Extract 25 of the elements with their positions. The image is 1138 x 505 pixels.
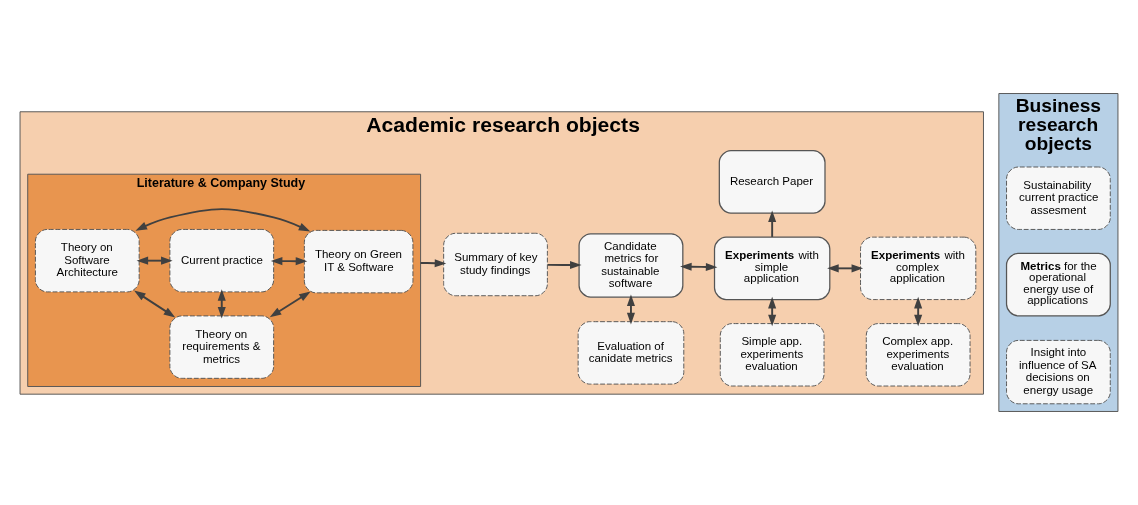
arrow bbox=[269, 291, 311, 318]
node-box: Theory on Green IT & Software bbox=[303, 229, 414, 294]
arrow bbox=[134, 290, 176, 318]
node-box: Experiments with complex application bbox=[860, 236, 977, 301]
node-box: Sustainability current practice assesment bbox=[1006, 166, 1111, 230]
node-box: Summary of key study findings bbox=[443, 232, 548, 297]
node-box: Current practice bbox=[169, 228, 275, 293]
node-box: Complex app. experiments evaluation bbox=[865, 323, 971, 387]
node-box: Evaluation of canidate metrics bbox=[577, 321, 685, 385]
arrow bbox=[546, 261, 582, 270]
node-box: Candidate metrics for sustainable software bbox=[578, 233, 684, 298]
node-box: Research Paper bbox=[718, 150, 826, 214]
arrow bbox=[419, 259, 447, 268]
node-box: Simple app. experiments evaluation bbox=[719, 323, 825, 387]
arrow bbox=[136, 256, 173, 265]
node-box: Experiments with simple application bbox=[713, 236, 831, 301]
arrow bbox=[680, 262, 718, 272]
node-box: Insight into influence of SA decisions on energy usage bbox=[1006, 339, 1111, 405]
node-box: Theory on requirements & metrics bbox=[169, 315, 275, 379]
arrow bbox=[270, 257, 308, 266]
arrow bbox=[768, 210, 777, 238]
node-box: Metrics for the operational energy use of applications bbox=[1005, 252, 1111, 317]
node-box: Theory on Software Architecture bbox=[34, 228, 140, 293]
arrow bbox=[827, 264, 864, 273]
arrow bbox=[135, 208, 311, 232]
